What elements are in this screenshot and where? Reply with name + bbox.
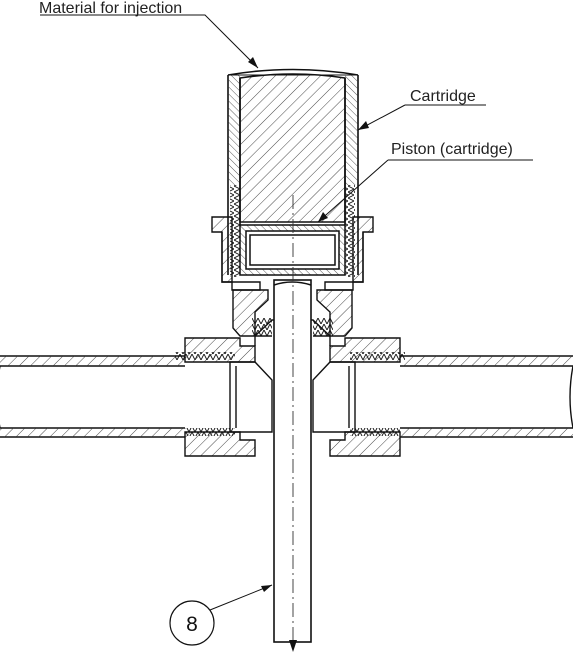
right-pipe: [400, 355, 573, 438]
injection-rod: [273, 279, 312, 643]
cartridge-label: Cartridge: [410, 88, 476, 105]
cartridge: [227, 68, 359, 275]
piston: [239, 224, 346, 276]
tee-fitting: [175, 319, 405, 457]
piston-label: Piston (cartridge): [391, 141, 513, 158]
left-pipe: [0, 355, 185, 438]
balloon-number: 8: [186, 613, 198, 636]
material-label: Material for injection: [39, 0, 182, 17]
balloon-circle: [169, 600, 215, 646]
leader-arrowheads: [248, 57, 369, 592]
rod-tip-arrow: [289, 640, 297, 652]
leader-lines: [40, 14, 533, 611]
